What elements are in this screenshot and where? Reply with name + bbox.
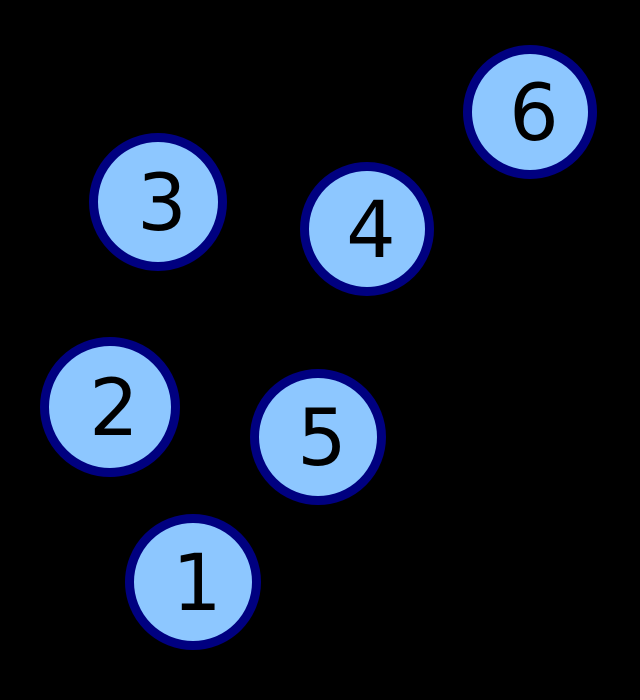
graph-node-4[interactable]: 4 [300,162,434,296]
graph-node-2[interactable]: 2 [40,337,180,477]
graph-node-1[interactable]: 1 [125,514,261,650]
node-circle-1[interactable] [125,514,261,650]
node-circle-6[interactable] [463,45,597,179]
node-circle-2[interactable] [40,337,180,477]
graph-node-6[interactable]: 6 [463,45,597,179]
graph-node-3[interactable]: 3 [89,133,227,271]
node-circle-4[interactable] [300,162,434,296]
graph-node-5[interactable]: 5 [250,369,386,505]
node-circle-5[interactable] [250,369,386,505]
node-circle-3[interactable] [89,133,227,271]
